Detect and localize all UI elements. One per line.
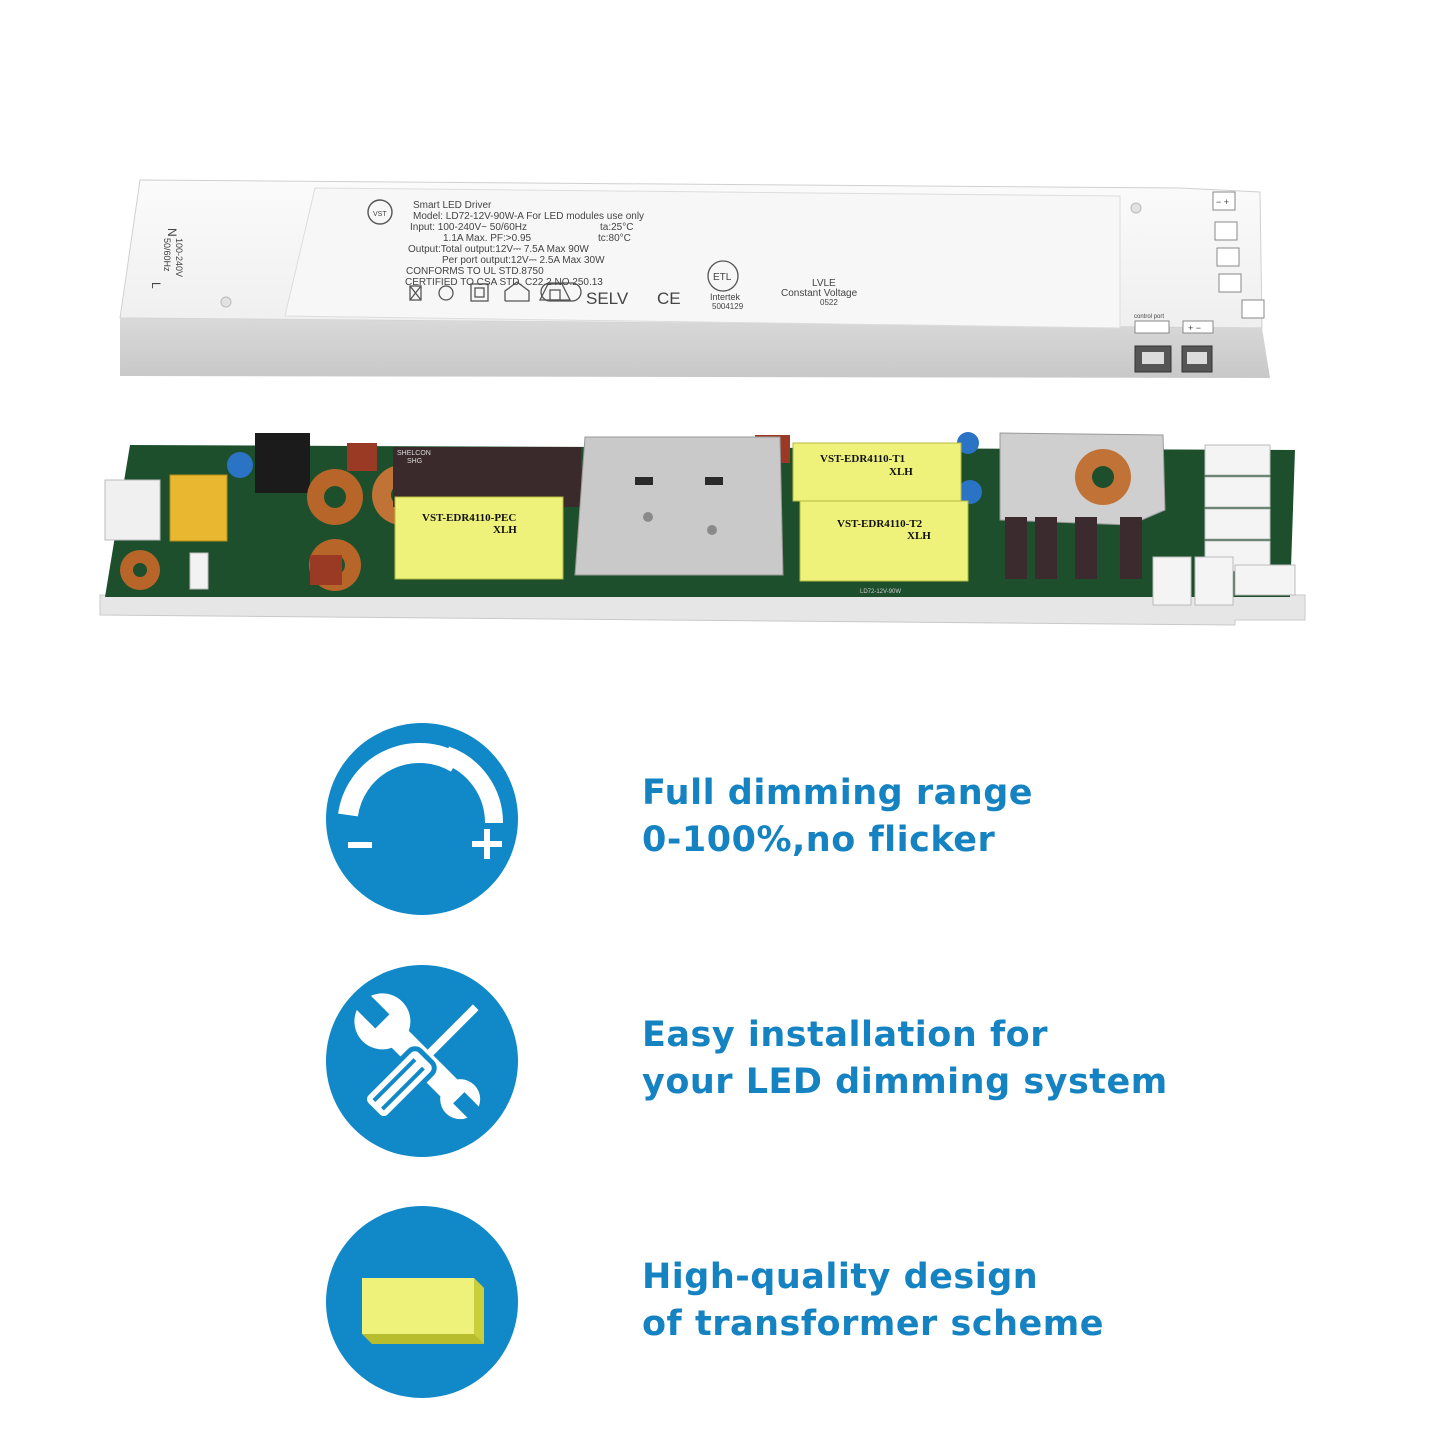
transformer-t1-maker: XLH [889, 466, 913, 478]
transformer-t2-label: VST-EDR4110-T2 [837, 518, 923, 530]
feature-transformer-line2: of transformer scheme [642, 1304, 1104, 1344]
cap-brand-label: SHELCON [397, 450, 431, 457]
transformer-block-icon [326, 1206, 518, 1398]
label-port-output: Per port output:12V⎓ 2.5A Max 30W [442, 255, 605, 266]
output-capacitors [1005, 517, 1142, 579]
transformer-pec-label: VST-EDR4110-PEC [422, 512, 516, 524]
board-model-label: LD72-12V-90W [860, 589, 901, 595]
label-intertek-no: 5004129 [712, 302, 744, 311]
led-driver-housing-illustration: VST Smart LED Driver Model: LD72-12V-90W… [119, 179, 1270, 378]
driver-pcb-illustration: SHELCON SHG VST-EDR4110-PEC XLH VST-EDR4… [99, 432, 1306, 626]
brand-text: VST [373, 211, 387, 218]
label-total-output: Output:Total output:12V⎓ 7.5A Max 90W [408, 244, 589, 255]
feature-dimming-text: Full dimming range 0-100%,no flicker [642, 770, 1033, 864]
control-port-label: control port [1134, 314, 1164, 320]
transformer-t1-label: VST-EDR4110-T1 [820, 453, 905, 465]
label-ul: CONFORMS TO UL STD.8750 [406, 266, 544, 277]
label-selv: SELV [586, 289, 629, 308]
feature-dimming-line2: 0-100%,no flicker [642, 820, 996, 860]
feature-transformer-text: High-quality design of transformer schem… [642, 1254, 1104, 1348]
feature-dimming-line1: Full dimming range [642, 773, 1033, 813]
label-product-name: Smart LED Driver [413, 200, 492, 211]
label-etl: ETL [713, 272, 732, 283]
side-freq-label: 50/60Hz [162, 238, 172, 272]
label-current-pf: 1.1A Max. PF:>0.95 [443, 233, 532, 244]
output-port-polarity: − + [1216, 197, 1229, 207]
compliance-icons [409, 260, 739, 302]
label-ce: CE [657, 289, 681, 308]
feature-transformer-line1: High-quality design [642, 1257, 1039, 1297]
side-l-label: L [149, 282, 163, 289]
label-ta: ta:25°C [600, 222, 633, 233]
driver-pcb-board: SHELCON SHG VST-EDR4110-PEC XLH VST-EDR4… [95, 425, 1310, 630]
output-port-group [1134, 191, 1265, 334]
dimming-dial-icon [326, 723, 518, 915]
control-port-polarity: + − [1188, 323, 1201, 333]
label-tc: tc:80°C [598, 233, 631, 244]
tools-icon [326, 965, 518, 1157]
feature-installation-text: Easy installation for your LED dimming s… [642, 1012, 1168, 1106]
cap-code-label: SHG [407, 458, 422, 465]
transformer-t2-maker: XLH [907, 530, 931, 542]
brand-logo-icon [367, 199, 393, 225]
label-constant-voltage: Constant Voltage [781, 288, 858, 299]
label-lvle-no: 0522 [820, 298, 838, 307]
side-n-label: N [165, 228, 179, 237]
label-intertek: Intertek [710, 292, 741, 302]
output-connectors [1152, 444, 1296, 606]
side-input-label: 100-240V [174, 238, 184, 277]
transformer-pec-maker: XLH [493, 524, 517, 536]
feature-installation-line1: Easy installation for [642, 1015, 1048, 1055]
led-driver-housing: VST Smart LED Driver Model: LD72-12V-90W… [110, 178, 1295, 388]
label-csa: CERTIFIED TO CSA STD. C22.2 NO.250.13 [405, 277, 603, 288]
label-lvle: LVLE [812, 278, 836, 289]
label-model: Model: LD72-12V-90W-A For LED modules us… [413, 211, 644, 222]
feature-installation-line2: your LED dimming system [642, 1062, 1168, 1102]
label-input: Input: 100-240V~ 50/60Hz [410, 222, 527, 233]
